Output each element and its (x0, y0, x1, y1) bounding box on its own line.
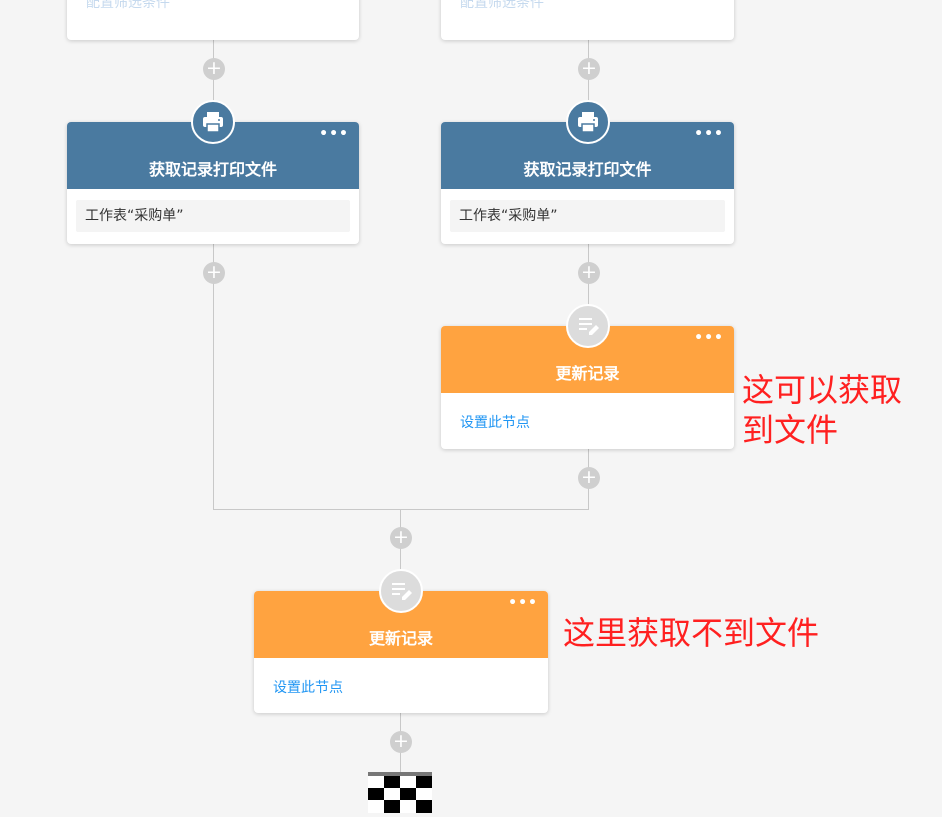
print-node-title: 获取记录打印文件 (523, 160, 652, 179)
edit-list-icon (379, 569, 423, 613)
connector-line (588, 244, 589, 326)
filter-node-label: 配置筛选条件 (460, 0, 544, 11)
more-options-icon[interactable]: ••• (694, 330, 724, 346)
annotation-right-branch: 这可以获取 到文件 (742, 370, 902, 450)
edit-list-icon (565, 304, 610, 348)
annotation-line: 这可以获取 (742, 371, 903, 409)
update-node-title: 更新记录 (555, 364, 620, 383)
print-node-card-right[interactable]: ••• 获取记录打印文件 工作表“采购单” (441, 100, 734, 244)
connector-line (400, 509, 401, 591)
add-node-button[interactable]: + (203, 262, 225, 284)
filter-node-label: 配置筛选条件 (86, 0, 170, 11)
filter-node-card-right[interactable]: 配置筛选条件 (441, 0, 734, 40)
more-options-icon[interactable]: ••• (508, 595, 538, 611)
more-options-icon[interactable]: ••• (319, 126, 349, 142)
worksheet-label: 工作表“采购单” (450, 200, 725, 232)
update-node-title: 更新记录 (368, 629, 433, 648)
annotation-merged-branch: 这里获取不到文件 (563, 614, 820, 652)
connector-line (213, 244, 214, 510)
update-node-header: ••• 更新记录 (254, 591, 548, 658)
connector-line (588, 40, 589, 122)
add-node-button[interactable]: + (390, 527, 412, 549)
worksheet-label: 工作表“采购单” (76, 200, 350, 232)
print-node-title: 获取记录打印文件 (148, 160, 277, 179)
checkered-flag-icon (368, 772, 432, 813)
configure-node-link[interactable]: 设置此节点 (460, 415, 530, 431)
print-node-card-left[interactable]: ••• 获取记录打印文件 工作表“采购单” (67, 100, 359, 244)
annotation-line: 到文件 (742, 411, 839, 449)
printer-icon (565, 100, 610, 144)
add-node-button[interactable]: + (203, 58, 225, 80)
configure-node-link[interactable]: 设置此节点 (273, 680, 343, 696)
merge-line (213, 509, 589, 510)
more-options-icon[interactable]: ••• (694, 126, 724, 142)
add-node-button[interactable]: + (578, 58, 600, 80)
filter-node-card-left[interactable]: 配置筛选条件 (67, 0, 359, 40)
update-node-card-right[interactable]: ••• 更新记录 设置此节点 (441, 304, 734, 449)
update-node-card-merged[interactable]: ••• 更新记录 设置此节点 (254, 569, 548, 713)
printer-icon (191, 100, 235, 144)
add-node-button[interactable]: + (578, 262, 600, 284)
add-node-button[interactable]: + (578, 467, 600, 489)
add-node-button[interactable]: + (390, 731, 412, 753)
connector-line (213, 40, 214, 122)
